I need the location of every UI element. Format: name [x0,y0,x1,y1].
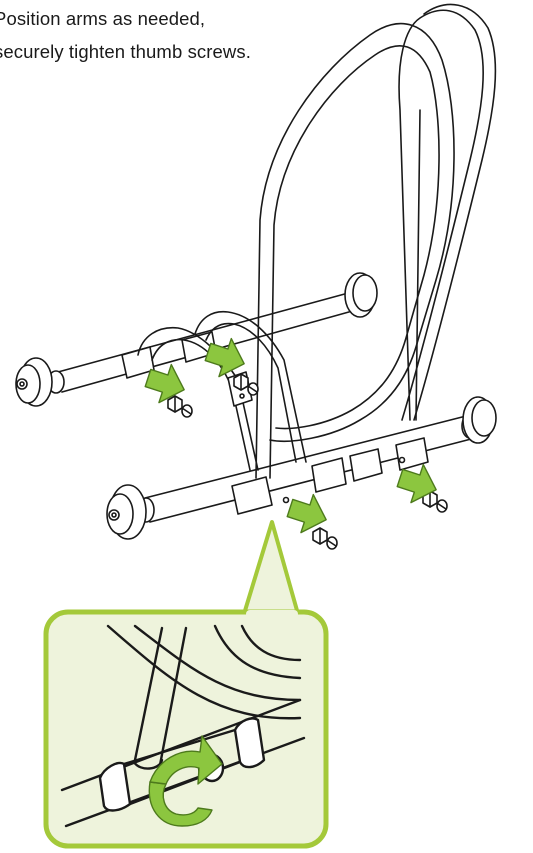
front-right-wheel [462,396,497,444]
main-frame [255,3,497,479]
thumb-screw [312,527,338,550]
instruction-line-2: securely tighten thumb screws. [0,41,251,62]
rear-left-wheel [15,357,53,407]
detail-callout [43,520,329,849]
front-left-wheel [106,484,147,540]
thumb-screw [167,395,193,418]
instruction-text: Position arms as needed, securely tighte… [0,2,251,68]
rear-right-wheel [344,272,378,318]
instruction-line-1: Position arms as needed, [0,8,206,29]
green-rotate-arrow-icon [148,735,223,827]
